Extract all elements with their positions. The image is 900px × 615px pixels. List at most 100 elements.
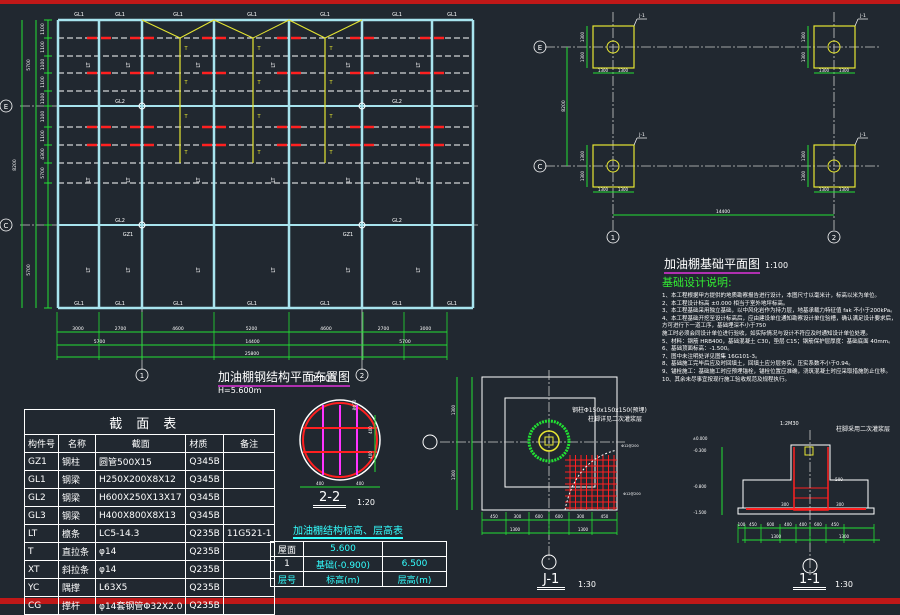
- tie-label: T: [328, 46, 333, 52]
- purlin-label: LT: [416, 61, 422, 67]
- table-cell: H600X250X13X17: [95, 488, 187, 507]
- dim-text: 1300: [771, 534, 782, 539]
- purlin-label: LT: [271, 176, 277, 182]
- dim-text: 400: [368, 426, 373, 434]
- beam-label: GL1: [392, 12, 402, 18]
- column-plate: [804, 446, 814, 456]
- table-cell: [222, 452, 276, 471]
- table-cell: Q235B: [185, 578, 224, 597]
- dim-text: 1100: [40, 59, 46, 71]
- dim-text: 1100: [40, 41, 46, 53]
- dim-text: 8200: [561, 100, 567, 112]
- detail-11-top-note: 1:2M30: [780, 421, 799, 427]
- brace-line: [324, 19, 363, 39]
- dim-text: 1300: [839, 68, 850, 73]
- dim-text: 1300: [801, 31, 806, 42]
- dim-text: 14400: [716, 209, 730, 215]
- tie-label: T: [183, 150, 188, 156]
- table-cell: Q235B: [185, 596, 224, 615]
- cell: 层号: [270, 571, 304, 587]
- beam-label: GL1: [247, 12, 257, 18]
- foundation-j1-box: [813, 25, 856, 69]
- table-cell: 钢梁: [58, 488, 97, 507]
- foundation-tag: J-1: [638, 132, 645, 138]
- column-gz1-marker: [358, 102, 366, 110]
- footing-outline: [481, 376, 618, 511]
- header-cell: 构件号: [23, 434, 60, 453]
- foundation-tag: J-1: [859, 132, 866, 138]
- dim-text: 5700: [26, 59, 32, 71]
- dim-text: 8200: [12, 159, 18, 171]
- dim-text: 600: [814, 522, 822, 527]
- dim-text: 4600: [172, 326, 184, 332]
- mesh-boundary: [564, 449, 618, 511]
- tie-label: T: [256, 150, 261, 156]
- brace-line: [179, 19, 215, 39]
- note-item: 8、基础施工完毕后应及时回填土，回填土应分层夯实，压实系数不小于0.94。: [662, 361, 854, 368]
- purlin-label: LT: [346, 176, 352, 182]
- table-cell: GZ1: [23, 452, 60, 471]
- purlin-label: LT: [196, 176, 202, 182]
- tag-leader: [854, 137, 859, 146]
- dim-text: 1300: [801, 51, 806, 62]
- tie-label: T: [183, 114, 188, 120]
- dim-text: 4300: [40, 148, 46, 160]
- purlin-label: LT: [416, 266, 422, 272]
- detail-11-callout: 柱脚采用二次灌浆层: [836, 426, 891, 433]
- brace-line: [141, 19, 181, 39]
- dim-text: 1100: [40, 111, 46, 123]
- fp-axis-c-bubble: [533, 159, 547, 173]
- table-cell: [222, 560, 276, 579]
- plan-title: 加油棚钢结构平面布置图: [218, 368, 351, 387]
- detail-22-title: 2-2: [313, 490, 347, 508]
- column-circle: [538, 430, 560, 452]
- dim-text: 1300: [819, 187, 830, 192]
- cell: 基础(-0.900): [303, 556, 383, 572]
- purlin-label: LT: [196, 266, 202, 272]
- tie-label: T: [183, 46, 188, 52]
- beam-label: GL1: [320, 301, 330, 307]
- tag-leader: [633, 137, 638, 146]
- cell: 标高(m): [303, 571, 383, 587]
- foundation-tag: J-1: [638, 13, 645, 19]
- axis-c-bubble: [0, 218, 13, 232]
- table-cell: GL3: [23, 506, 60, 525]
- table-cell: L63X5: [95, 578, 187, 597]
- notes-heading: 基础设计说明:: [662, 276, 732, 289]
- table-cell: H250X200X8X12: [95, 470, 187, 489]
- beam-label: GL1: [320, 12, 330, 18]
- table-cell: 檩条: [58, 524, 97, 543]
- beam-label: GL1: [173, 12, 183, 18]
- foundation-j1-box: [592, 144, 635, 188]
- cell: 屋面: [270, 541, 304, 557]
- purlin-label: LT: [416, 176, 422, 182]
- dim-text: 1300: [578, 527, 589, 532]
- detail-j1-callout2: 柱脚详见二次灌浆层: [588, 416, 643, 423]
- foundation-plan-scale: 1:100: [765, 261, 789, 270]
- dim-text: 1300: [580, 31, 585, 42]
- detail-11-scale: 1:30: [835, 580, 853, 589]
- column-base-circle: [606, 40, 620, 54]
- beam-label: GL1: [392, 301, 402, 307]
- plan-scale: 1:100: [312, 374, 336, 383]
- dim-text: 25800: [245, 351, 259, 357]
- tie-label: T: [256, 80, 261, 86]
- column-section-outline: [299, 399, 381, 481]
- section-table-header: 构件号 名称 截面 材质 备注: [23, 434, 276, 453]
- dim-text: 5700: [399, 339, 411, 345]
- tie-label: T: [328, 80, 333, 86]
- table-row: 层号标高(m)层高(m): [270, 571, 447, 587]
- purlin-label: LT: [346, 266, 352, 272]
- note-item: 10、其余未尽事宜按现行施工验收规范及规程执行。: [662, 376, 791, 383]
- table-cell: Q235B: [185, 560, 224, 579]
- dim-text: 1300: [451, 469, 456, 480]
- purlin-label: LT: [86, 61, 92, 67]
- dim-text: 4600: [320, 326, 332, 332]
- table-cell: φ14套钢管Φ32X2.0: [95, 596, 187, 615]
- section-table-caption: 截面表: [23, 409, 276, 435]
